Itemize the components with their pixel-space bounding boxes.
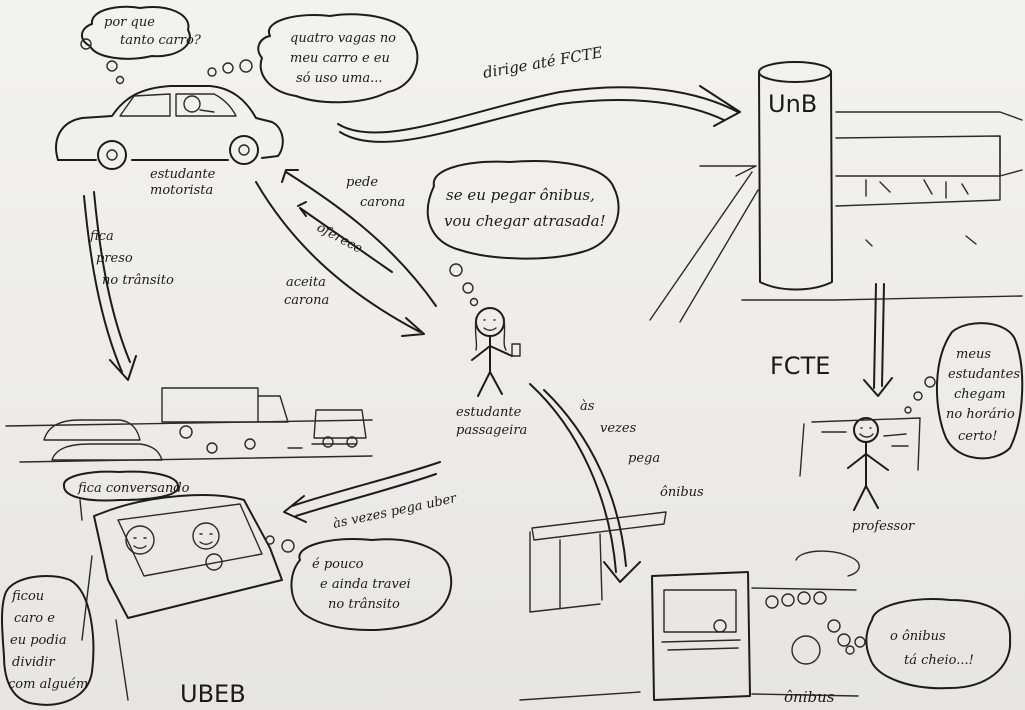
thought-bus-full-1: o ônibus (890, 629, 946, 644)
thought-uber-1: é pouco (312, 557, 364, 572)
label-driver-1: estudante (150, 167, 216, 182)
arrow-offers (297, 201, 393, 273)
label-stays-talking: fica conversando (77, 481, 190, 496)
label-driver-2: motorista (150, 183, 213, 198)
thought-bubble-uber (265, 535, 453, 631)
label-bus-3: pega (628, 451, 660, 466)
driver-car (55, 85, 284, 170)
label-accepts-2: carona (284, 293, 329, 308)
label-accepts-1: aceita (286, 275, 326, 290)
thought-expensive-1: ficou (11, 589, 44, 604)
label-drive-to-fcte: dirige até FCTE (482, 43, 604, 82)
label-stuck-2: preso (96, 251, 133, 266)
thought-seats-3: só uso uma... (296, 71, 382, 86)
arrow-unb-to-professor (863, 283, 893, 397)
thought-why-1: por que (104, 15, 155, 30)
label-professor: professor (852, 519, 915, 534)
uber-car (81, 494, 283, 701)
bus-stop-scene (519, 511, 860, 701)
label-bus-2: vezes (600, 421, 637, 436)
thought-prof-4: no horário (946, 407, 1015, 422)
thought-bubble-bus-full (845, 598, 1012, 690)
label-unb: UnB (768, 90, 817, 118)
thought-uber-2: e ainda travei (320, 577, 411, 592)
thought-bus-late-2: vou chegar atrasada! (444, 212, 606, 230)
label-asks-ride-2: carona (360, 195, 405, 210)
label-sometimes-uber: às vezes pega uber (332, 491, 459, 532)
thought-why-2: tanto carro? (120, 33, 202, 48)
thought-bubble-why (80, 5, 191, 85)
label-passenger-2: passageira (456, 423, 527, 438)
thought-bus-full-2: tá cheio...! (904, 653, 974, 668)
arrow-stuck-traffic (83, 191, 131, 373)
thought-bubble-professor (904, 322, 1024, 460)
thought-prof-3: chegam (954, 387, 1006, 402)
thought-expensive-3: eu podia (10, 633, 67, 648)
label-passenger-1: estudante (456, 405, 522, 420)
thought-expensive-2: caro e (14, 611, 55, 626)
thought-prof-1: meus (956, 347, 991, 362)
thought-seats-1: quatro vagas no (290, 31, 396, 46)
label-stuck-3: no trânsito (102, 273, 174, 288)
label-offers: oferece (314, 220, 365, 256)
thought-seats-2: meu carro e eu (290, 51, 390, 66)
thought-bubble-seats (207, 13, 419, 104)
thought-expensive-4: dividir (12, 655, 55, 670)
label-fcte: FCTE (770, 352, 830, 380)
arrow-drive-to-fcte (337, 86, 739, 134)
traffic-jam (5, 387, 373, 463)
thought-bus-late-1: se eu pegar ônibus, (446, 186, 595, 204)
thought-bubble-talking (63, 470, 179, 521)
unb-building (649, 61, 1023, 323)
arrow-sometimes-bus (529, 383, 627, 573)
arrow-asks-ride (285, 171, 437, 307)
professor-figure (799, 417, 921, 511)
thought-expensive-5: com alguém (8, 677, 88, 692)
label-bus: ônibus (784, 688, 835, 706)
arrow-accepts-ride (255, 181, 421, 333)
label-ubeb: UBEB (180, 680, 246, 708)
label-bus-1: às (580, 399, 595, 414)
passenger-figure (471, 307, 521, 397)
label-bus-4: ônibus (660, 485, 704, 500)
thought-bubble-expensive (1, 575, 95, 706)
thought-prof-5: certo! (958, 429, 997, 444)
label-stuck-1: fica (89, 229, 114, 244)
arrow-sometimes-uber (291, 461, 441, 517)
thought-prof-2: estudantes (948, 367, 1020, 382)
thought-uber-3: no trânsito (328, 597, 400, 612)
label-asks-ride-1: pede (346, 175, 378, 190)
thought-bubble-bus-late (426, 160, 620, 307)
